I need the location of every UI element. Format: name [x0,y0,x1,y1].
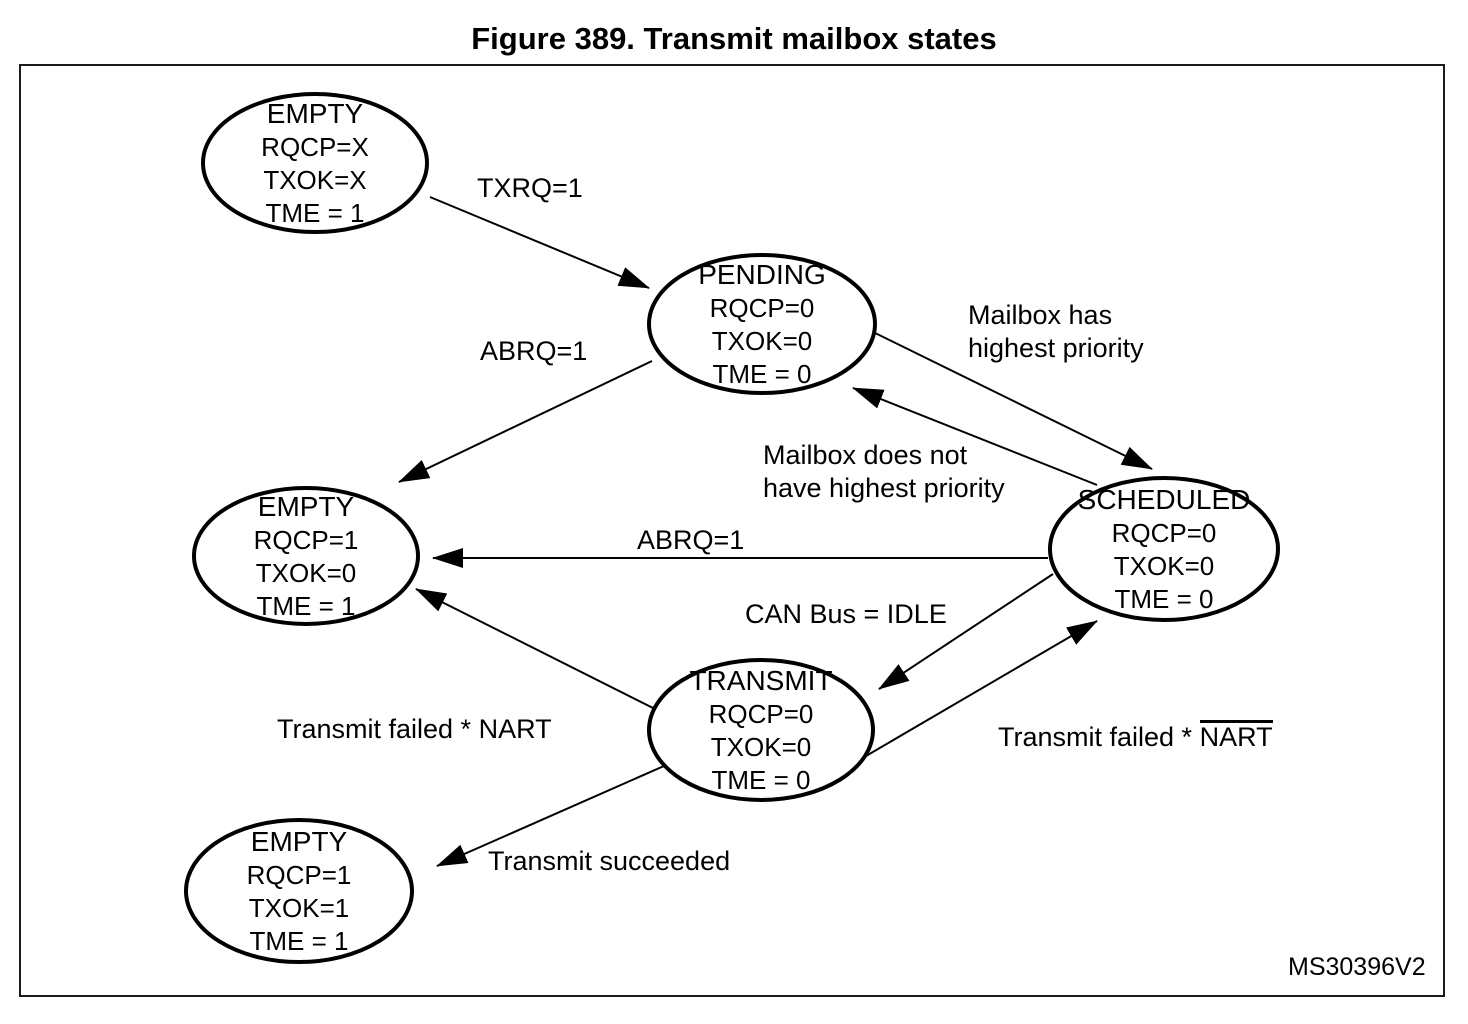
state-empty-top: EMPTY RQCP=X TXOK=X TME = 1 [203,94,427,232]
state-tme-line: TME = 1 [249,925,349,956]
state-name: EMPTY [257,490,355,522]
arrow-scheduled-to-pending [852,387,1098,486]
label-txrq: TXRQ=1 [477,173,583,203]
figure-code: MS30396V2 [1288,953,1426,981]
arrow-succeeded-transmit-to-empty [436,765,665,867]
state-ellipse-pending [647,253,877,395]
state-name: SCHEDULED [1077,483,1251,515]
label-transmit-failed-nart: Transmit failed * NART [277,680,552,746]
arrow-canbus-scheduled-to-transmit [878,573,1054,690]
state-tme-line: TME = 1 [256,590,356,621]
state-name: EMPTY [250,825,348,857]
state-empty-mid: EMPTY RQCP=1 TXOK=0 TME = 1 [194,488,418,624]
state-ellipse-transmit [647,658,875,802]
state-rqcp-line: RQCP=1 [253,524,359,555]
label-abrq-pending: ABRQ=1 [480,336,588,366]
state-rqcp-line: RQCP=0 [1111,517,1217,548]
arrow-failed-transmit-to-scheduled [865,620,1098,757]
state-ellipse-empty-mid [192,486,420,626]
label-nart: NART [478,714,552,744]
label-mailbox-not-priority: Mailbox does not have highest priority [763,440,1005,503]
label-abrq-scheduled: ABRQ=1 [637,525,745,555]
label-transmit-failed-nart-inverted: Transmit failed * NART [998,687,1273,754]
arrow-pending-to-scheduled [868,329,1153,470]
label-transmit-succeeded: Transmit succeeded [488,846,731,876]
state-rqcp-line: RQCP=0 [708,698,814,729]
state-tme-line: TME = 0 [1114,583,1214,614]
state-tme-line: TME = 1 [265,197,365,228]
arrow-txrq-empty-to-pending [429,196,650,289]
state-rqcp-line: RQCP=X [261,131,369,162]
state-transmit: TRANSMIT RQCP=0 TXOK=0 TME = 0 [649,660,873,800]
state-txok-line: TXOK=0 [1113,550,1215,581]
state-txok-line: TXOK=0 [255,557,357,588]
state-name: TRANSMIT [689,664,833,696]
state-name: PENDING [698,258,826,290]
state-rqcp-line: RQCP=1 [246,859,352,890]
state-ellipse-empty-top [201,92,429,234]
state-name: EMPTY [266,97,364,129]
arrow-abrq-pending-to-empty [398,360,653,483]
label-mailbox-has-priority: Mailbox has highest priority [968,300,1144,363]
state-rqcp-line: RQCP=0 [709,292,815,323]
state-txok-line: TXOK=X [263,164,367,195]
label-nart-overlined: NART [1199,720,1273,752]
state-txok-line: TXOK=1 [248,892,350,923]
arrow-failed-transmit-to-empty [415,588,660,712]
label-text: Transmit failed * [998,722,1200,752]
label-can-bus-idle: CAN Bus = IDLE [745,599,947,629]
state-ellipse-scheduled [1048,476,1280,622]
state-ellipse-empty-bottom [184,818,414,964]
state-pending: PENDING RQCP=0 TXOK=0 TME = 0 [649,255,875,393]
state-tme-line: TME = 0 [712,358,812,389]
state-txok-line: TXOK=0 [710,731,812,762]
state-scheduled: SCHEDULED RQCP=0 TXOK=0 TME = 0 [1050,478,1278,620]
label-text: Transmit failed * [277,714,479,744]
figure-title: Figure 389. Transmit mailbox states [471,21,997,56]
state-txok-line: TXOK=0 [711,325,813,356]
state-empty-bottom: EMPTY RQCP=1 TXOK=1 TME = 1 [186,820,412,962]
state-tme-line: TME = 0 [711,764,811,795]
